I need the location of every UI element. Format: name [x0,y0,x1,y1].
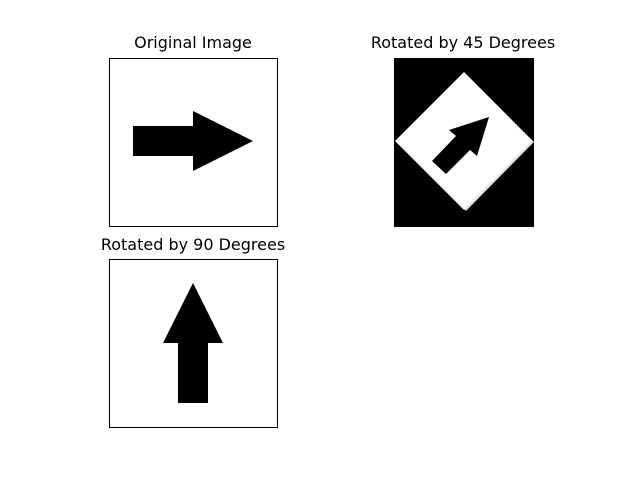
arrow-up-shape [163,283,223,403]
arrow-diagonal-shape [432,117,489,174]
rotated-90-canvas [109,259,278,428]
panel-title-original: Original Image [134,33,252,52]
panel-original-image [109,58,278,227]
rotated-45-canvas [394,58,534,227]
panel-title-rotated-45: Rotated by 45 Degrees [370,33,556,52]
arrow-right-shape [133,111,253,171]
panel-title-rotated-90: Rotated by 90 Degrees [100,235,286,254]
original-image-canvas [109,58,278,227]
panel-rotated-45 [394,58,534,227]
panel-rotated-90 [109,259,278,428]
